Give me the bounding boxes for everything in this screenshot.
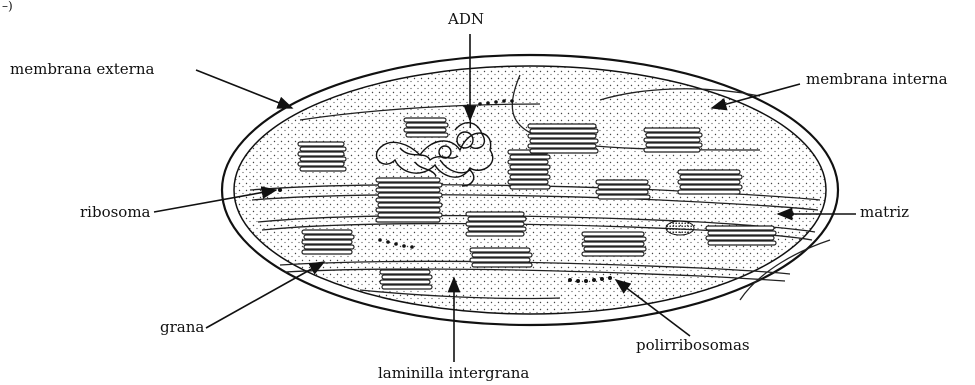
thylakoid-disc	[302, 240, 352, 244]
thylakoid-disc	[298, 152, 344, 156]
granum-stack	[678, 170, 742, 194]
thylakoid-disc	[678, 190, 740, 194]
granum-stack	[380, 270, 432, 289]
granum-stack	[470, 248, 532, 267]
thylakoid-disc	[680, 185, 742, 189]
thylakoid-disc	[708, 231, 776, 235]
thylakoid-disc	[646, 143, 702, 147]
granum-stack	[582, 232, 646, 256]
label-adn: ADN	[448, 12, 484, 27]
thylakoid-disc	[406, 123, 448, 127]
thylakoid-disc	[508, 160, 548, 164]
thylakoid-disc	[530, 139, 598, 143]
thylakoid-disc	[298, 142, 344, 146]
thylakoid-disc	[508, 180, 548, 184]
thylakoid-disc	[466, 212, 524, 216]
corner-mark: –)	[2, 0, 13, 12]
thylakoid-disc	[646, 133, 702, 137]
thylakoid-disc	[530, 149, 598, 153]
thylakoid-disc	[706, 236, 774, 240]
label-ribosoma: ribosoma	[80, 205, 151, 220]
thylakoid-disc	[382, 275, 432, 279]
thylakoid-disc	[378, 203, 442, 207]
thylakoid-disc	[380, 280, 430, 284]
thylakoid-disc	[466, 222, 524, 226]
thylakoid-disc	[596, 190, 648, 194]
thylakoid-disc	[582, 232, 644, 236]
thylakoid-disc	[378, 183, 442, 187]
thylakoid-disc	[466, 232, 524, 236]
thylakoid-disc	[376, 208, 440, 212]
thylakoid-disc	[376, 218, 440, 222]
starch-granule	[666, 221, 694, 235]
thylakoid-disc	[376, 188, 440, 192]
thylakoid-disc	[300, 147, 346, 151]
granum-stack	[404, 118, 448, 137]
thylakoid-disc	[708, 241, 776, 245]
thylakoid-disc	[302, 250, 352, 254]
thylakoid-disc	[678, 180, 740, 184]
thylakoid-disc	[380, 270, 430, 274]
thylakoid-disc	[582, 252, 644, 256]
thylakoid-disc	[470, 248, 530, 252]
thylakoid-disc	[472, 253, 532, 257]
thylakoid-disc	[378, 193, 442, 197]
thylakoid-disc	[300, 157, 346, 161]
granum-stack	[706, 226, 776, 245]
granum-stack	[508, 150, 550, 189]
thylakoid-disc	[510, 165, 550, 169]
thylakoid-disc	[302, 230, 352, 234]
thylakoid-disc	[598, 195, 650, 199]
thylakoid-disc	[508, 170, 548, 174]
thylakoid-disc	[582, 242, 644, 246]
thylakoid-disc	[530, 129, 598, 133]
thylakoid-disc	[472, 263, 532, 267]
label-grana: grana	[160, 320, 204, 335]
thylakoid-disc	[510, 185, 550, 189]
thylakoid-disc	[598, 185, 650, 189]
thylakoid-disc	[376, 198, 440, 202]
label-membrana-interna: membrana interna	[806, 72, 948, 87]
thylakoid-disc	[300, 167, 346, 171]
thylakoid-disc	[528, 134, 596, 138]
thylakoid-disc	[644, 148, 700, 152]
thylakoid-disc	[304, 245, 354, 249]
thylakoid-disc	[510, 175, 550, 179]
granum-stack	[376, 178, 442, 222]
thylakoid-disc	[468, 217, 526, 221]
thylakoid-disc	[404, 128, 446, 132]
thylakoid-disc	[644, 128, 700, 132]
granum-stack	[596, 180, 650, 199]
thylakoid-disc	[406, 133, 448, 137]
granum-stack	[298, 142, 346, 171]
thylakoid-disc	[584, 247, 646, 251]
thylakoid-disc	[678, 170, 740, 174]
thylakoid-disc	[468, 227, 526, 231]
thylakoid-disc	[376, 178, 440, 182]
label-membrana-externa: membrana externa	[10, 62, 154, 77]
granum-stack	[644, 128, 702, 152]
thylakoid-disc	[528, 144, 596, 148]
thylakoid-disc	[470, 258, 530, 262]
thylakoid-disc	[706, 226, 774, 230]
thylakoid-disc	[404, 118, 446, 122]
label-matriz: matriz	[860, 205, 909, 220]
thylakoid-disc	[382, 285, 432, 289]
label-polirribosomas: polirribosomas	[636, 338, 750, 353]
thylakoid-disc	[510, 155, 550, 159]
thylakoid-disc	[304, 235, 354, 239]
thylakoid-disc	[528, 124, 596, 128]
granum-stack	[466, 212, 526, 236]
thylakoid-disc	[584, 237, 646, 241]
thylakoid-disc	[596, 180, 648, 184]
thylakoid-disc	[644, 138, 700, 142]
granum-stack	[528, 124, 598, 153]
thylakoid-disc	[298, 162, 344, 166]
thylakoid-disc	[378, 213, 442, 217]
granum-stack	[302, 230, 354, 254]
label-laminilla-intergrana: laminilla intergrana	[378, 366, 529, 381]
thylakoid-disc	[680, 175, 742, 179]
